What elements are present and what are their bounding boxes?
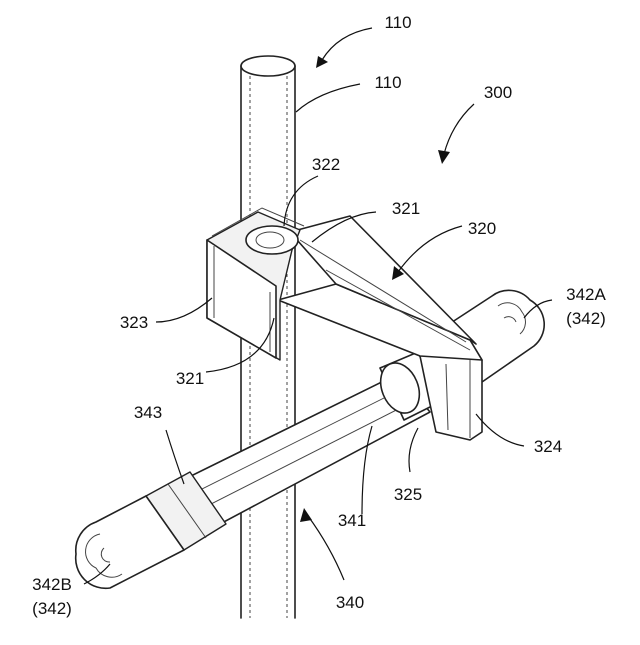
label-342b: 342B: [32, 575, 72, 594]
label-324: 324: [534, 437, 562, 456]
label-323: 323: [120, 313, 148, 332]
label-110-top: 110: [384, 13, 411, 32]
label-110: 110: [374, 73, 401, 92]
label-340: 340: [336, 593, 364, 612]
label-300: 300: [484, 83, 512, 102]
clamp-loop-323: [207, 208, 304, 360]
label-341: 341: [338, 511, 366, 530]
label-320: 320: [468, 219, 496, 238]
label-342a: 342A: [566, 285, 606, 304]
label-325: 325: [394, 485, 422, 504]
label-321-top: 321: [392, 199, 420, 218]
label-321-bottom: 321: [176, 369, 204, 388]
label-343: 343: [134, 403, 162, 422]
label-342b-sub: (342): [32, 599, 72, 618]
clamp-320: [278, 216, 482, 360]
label-342a-sub: (342): [566, 309, 606, 328]
label-322: 322: [312, 155, 340, 174]
